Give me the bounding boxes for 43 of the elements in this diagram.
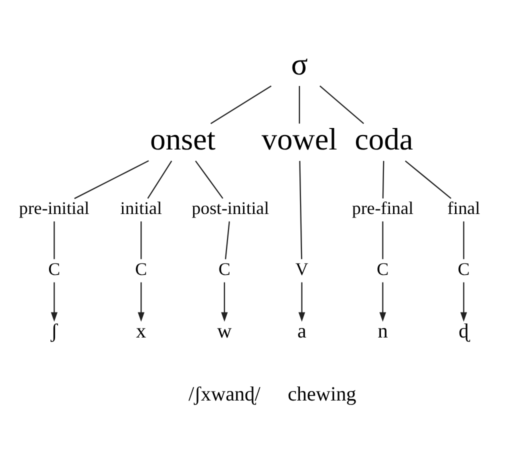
- connector: [320, 85, 364, 124]
- node-text: C: [458, 258, 470, 278]
- node-text: final: [447, 198, 480, 218]
- node-text: a: [297, 320, 306, 342]
- node-text: C: [48, 258, 60, 278]
- node-text: pre-final: [352, 198, 414, 218]
- label: chewing: [288, 383, 356, 406]
- connector: [147, 160, 172, 198]
- arrow: [221, 282, 228, 322]
- node-text: onset: [150, 121, 216, 156]
- connector: [54, 220, 55, 259]
- connector: [210, 84, 272, 124]
- connector: [382, 160, 384, 198]
- connector: [224, 220, 230, 259]
- arrow: [379, 282, 386, 322]
- node-text: post-initial: [192, 198, 270, 218]
- connector: [74, 160, 149, 199]
- node-text: coda: [354, 121, 414, 156]
- node-text: vowel: [262, 121, 338, 156]
- node-text: x: [136, 320, 146, 342]
- label: /ʃxwanɖ/: [188, 383, 260, 406]
- connector: [463, 220, 464, 259]
- connector: [299, 160, 302, 259]
- node-text: ʃ: [50, 320, 58, 342]
- arrow: [298, 282, 306, 322]
- node-text: C: [376, 258, 389, 278]
- connector: [404, 160, 452, 198]
- node-text: C: [135, 258, 148, 278]
- node-text: V: [295, 258, 308, 278]
- node-text: w: [217, 320, 232, 342]
- arrow: [50, 282, 58, 322]
- node-text: n: [378, 320, 388, 342]
- arrow: [460, 282, 468, 322]
- node-text: pre-initial: [19, 198, 90, 218]
- arrow: [138, 282, 144, 322]
- connector: [298, 85, 300, 124]
- connector: [195, 160, 224, 198]
- connector: [140, 220, 142, 259]
- node-text: σ: [291, 46, 308, 82]
- node-text: C: [218, 258, 230, 278]
- node-text: initial: [120, 198, 162, 218]
- connector: [382, 220, 384, 259]
- node-text: ɖ: [458, 320, 469, 342]
